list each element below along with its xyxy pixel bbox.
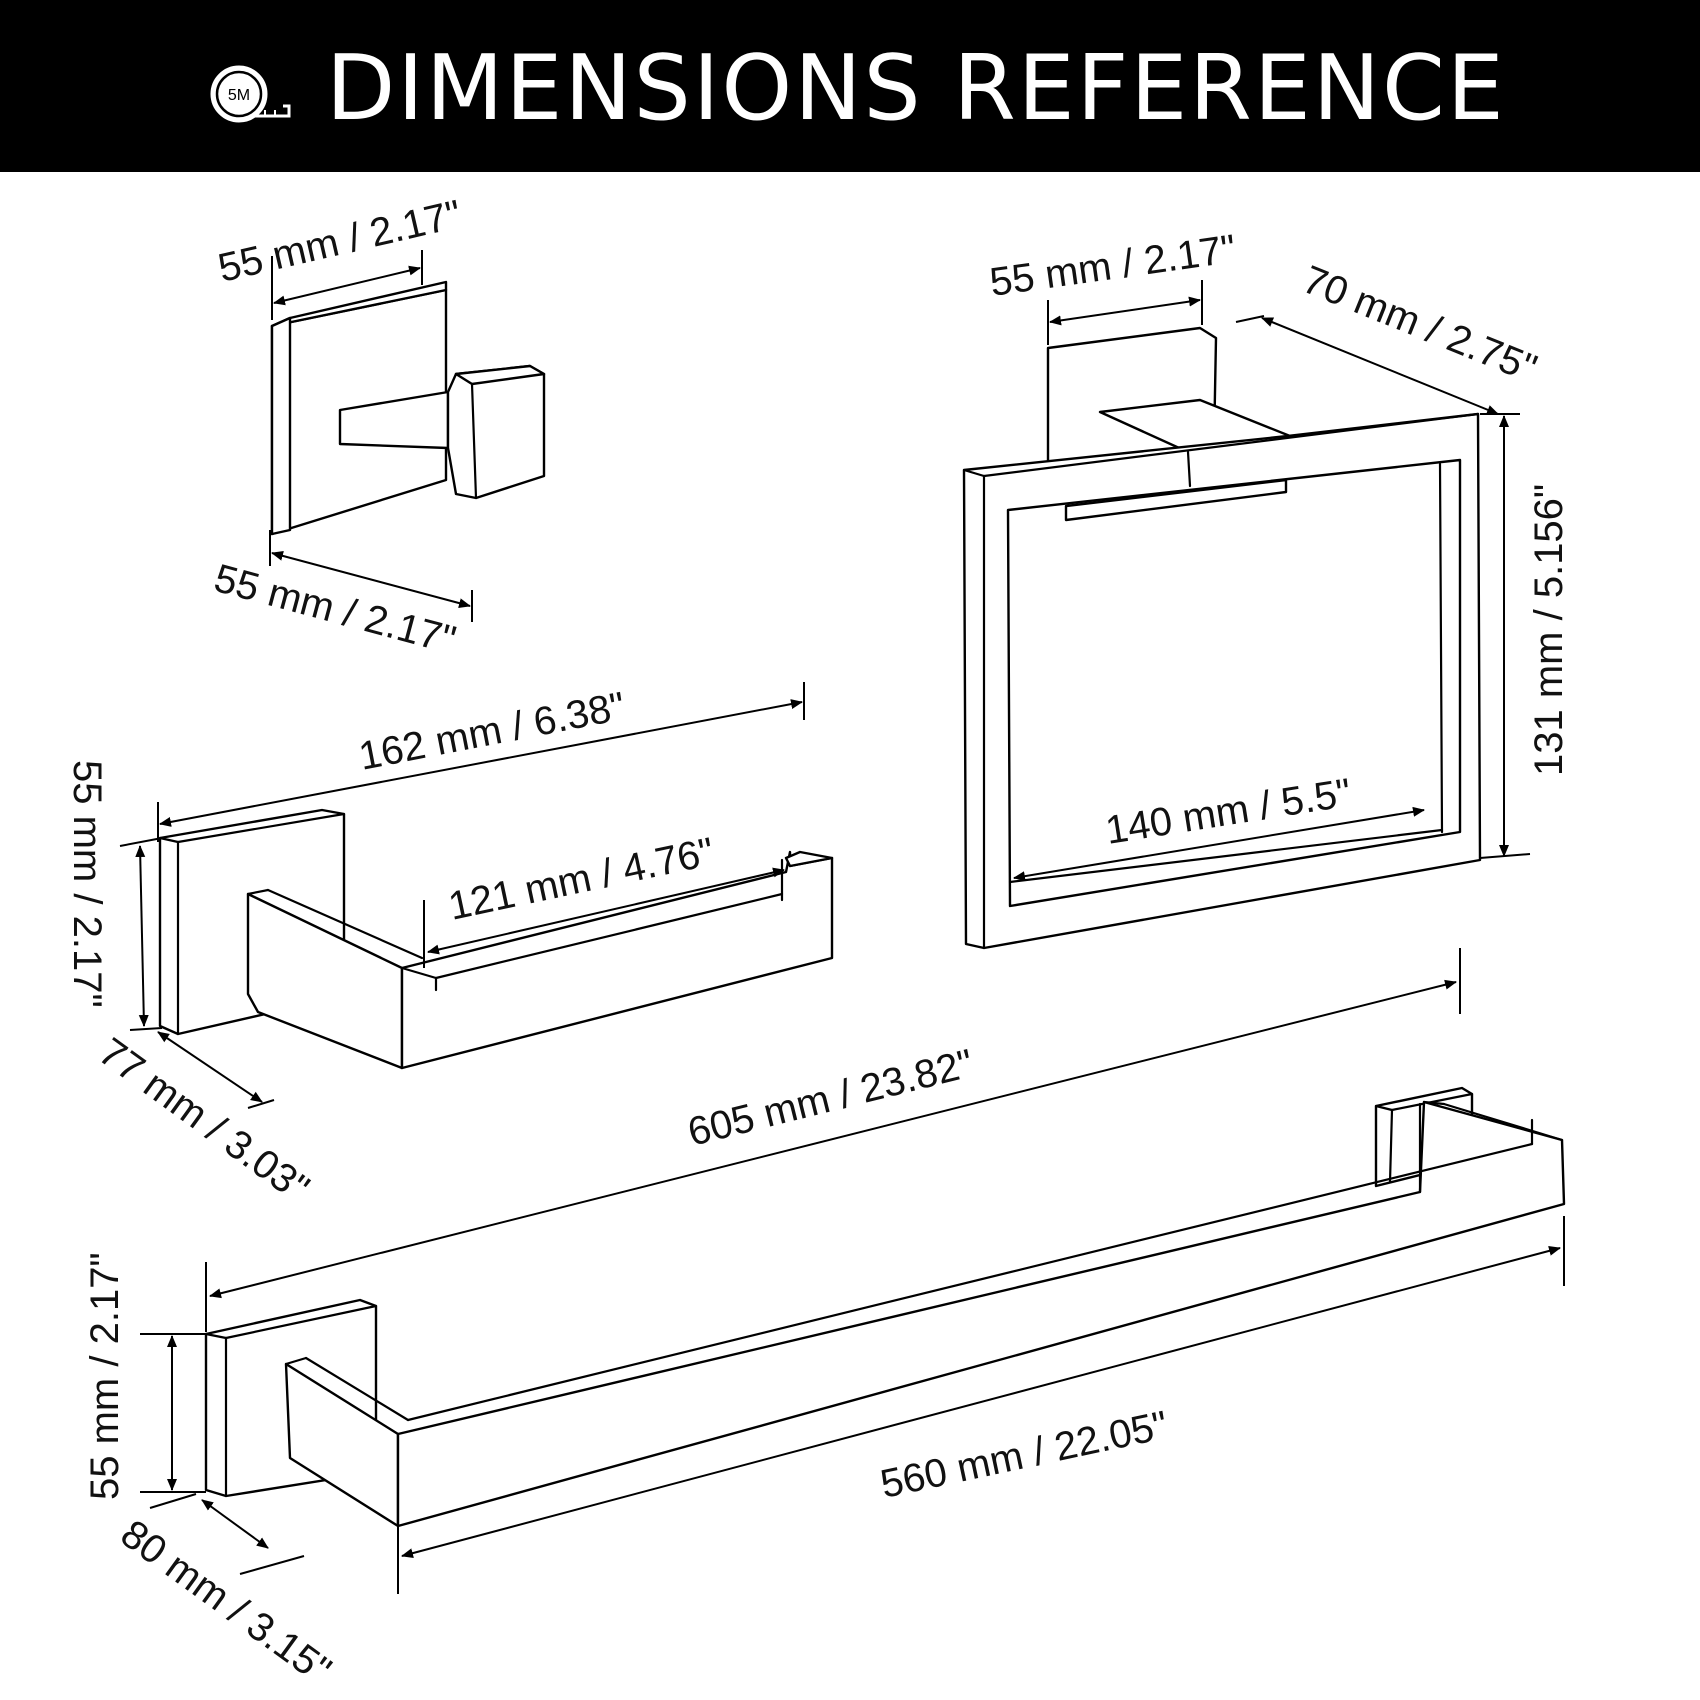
paper-holder-overall-length-label: 162 mm / 6.38" (355, 684, 628, 779)
page-title: DIMENSIONS REFERENCE (326, 36, 1506, 141)
tape-measure-label: 5M (228, 87, 250, 104)
towel-ring-projection-label: 70 mm / 2.75" (1297, 258, 1543, 392)
towel-bar-plate-height-label: 55 mm / 2.17" (83, 1252, 127, 1500)
towel-bar-overall-length-label: 605 mm / 23.82" (684, 1041, 978, 1154)
towel-bar-depth-label: 80 mm / 3.15" (113, 1512, 339, 1693)
towel-ring-height-label: 131 mm / 5.156" (1527, 484, 1571, 776)
robe-hook-depth-dim: 55 mm / 2.17" (210, 530, 473, 663)
robe-hook-width-label: 55 mm / 2.17" (214, 192, 465, 291)
towel-bar-plate-height-dim: 55 mm / 2.17" (83, 1252, 206, 1500)
towel-ring (962, 326, 1482, 950)
paper-holder-overall-length-dim: 162 mm / 6.38" (157, 682, 805, 842)
towel-ring-plate-width-label: 55 mm / 2.17" (987, 227, 1238, 305)
towel-bar (204, 1086, 1566, 1528)
robe-hook (270, 280, 546, 536)
paper-holder-depth-dim: 77 mm / 3.03" (91, 1030, 317, 1211)
toilet-paper-holder (158, 808, 834, 1070)
towel-bar-depth-dim: 80 mm / 3.15" (113, 1493, 339, 1693)
paper-holder-plate-height-dim: 55 mm / 2.17" (65, 760, 163, 1031)
header-banner: 5M DIMENSIONS REFERENCE (0, 0, 1700, 172)
tape-measure-icon: 5M (207, 62, 291, 126)
towel-ring-projection-dim: 70 mm / 2.75" (1235, 258, 1543, 415)
paper-holder-plate-height-label: 55 mm / 2.17" (65, 760, 109, 1008)
robe-hook-depth-label: 55 mm / 2.17" (210, 556, 461, 663)
towel-ring-height-dim: 131 mm / 5.156" (1479, 413, 1571, 859)
paper-holder-depth-label: 77 mm / 3.03" (91, 1030, 317, 1211)
